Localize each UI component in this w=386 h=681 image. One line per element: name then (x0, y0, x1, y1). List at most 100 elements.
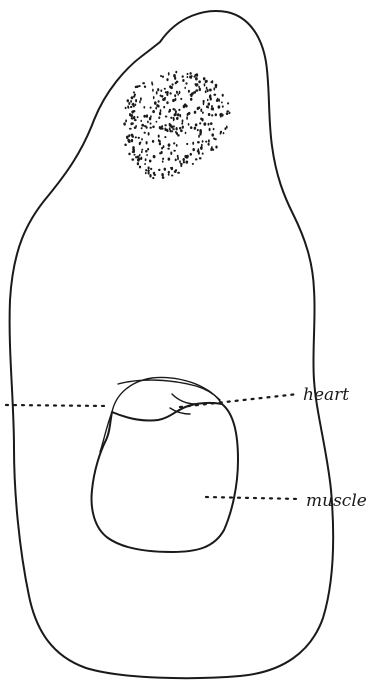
speckle-dot (196, 73, 198, 77)
speckle-dot (179, 127, 181, 130)
muscle-leader-line (206, 497, 300, 499)
speckle-dot (166, 94, 168, 97)
speckle-dot (175, 169, 177, 171)
speckle-dot (167, 148, 170, 150)
speckle-dot (209, 128, 211, 131)
speckle-dot (172, 128, 174, 130)
speckle-dot (139, 142, 141, 144)
speckle-dot (179, 91, 181, 94)
speckle-dot (128, 153, 130, 156)
speckle-dot (134, 119, 137, 121)
left-leader-line (6, 405, 108, 406)
speckle-dot (143, 115, 146, 118)
speckle-dot (156, 121, 158, 123)
body-outline (10, 11, 334, 678)
speckle-dot (211, 114, 213, 116)
speckle-dot (188, 90, 190, 93)
speckle-dot (131, 117, 133, 119)
speckle-dot (180, 98, 182, 100)
speckle-dot (201, 144, 203, 147)
speckle-dot (221, 101, 223, 103)
speckle-dot (176, 91, 178, 94)
speckle-dot (211, 133, 214, 136)
speckle-dot (176, 132, 178, 135)
speckle-dot (168, 111, 170, 113)
speckle-dot (146, 154, 148, 156)
speckle-dot (172, 108, 174, 110)
speckle-dot (178, 109, 180, 111)
speckle-dot (164, 88, 166, 90)
speckle-dot (166, 101, 168, 104)
speckle-dot (186, 143, 188, 145)
speckle-dot (125, 119, 127, 122)
speckle-dot (127, 99, 130, 102)
speckle-dot (211, 107, 213, 110)
speckle-dot (141, 149, 143, 151)
speckle-dot (185, 82, 187, 84)
speckle-dot (184, 155, 187, 158)
heart-inner-line (118, 380, 220, 400)
speckle-dot (132, 122, 134, 125)
speckle-dot (144, 132, 146, 134)
speckle-dot (140, 120, 142, 122)
speckle-dot (197, 141, 200, 144)
speckle-dot (229, 111, 231, 114)
speckle-dot (160, 126, 162, 129)
speckle-dot (199, 129, 202, 133)
speckle-dot (172, 99, 175, 102)
speckle-dot (152, 140, 154, 143)
speckle-dot (161, 151, 163, 154)
speckle-dot (173, 74, 176, 78)
speckle-dot (153, 174, 156, 176)
speckle-dot (139, 166, 141, 169)
speckle-dot (208, 123, 210, 126)
speckle-dot (147, 121, 149, 124)
speckle-dot (170, 151, 172, 154)
speckle-dot (199, 88, 201, 92)
speckle-dot (195, 77, 198, 80)
speckle-dot (174, 94, 176, 97)
speckle-dot (207, 99, 209, 101)
speckle-dot (162, 176, 165, 179)
speckle-dot (187, 76, 189, 78)
speckle-dot (147, 170, 150, 172)
speckle-dot (175, 82, 177, 84)
speckle-dot (139, 154, 141, 157)
speckle-dot (165, 115, 168, 117)
speckle-dot (175, 159, 177, 162)
speckle-dot (134, 93, 136, 95)
speckle-dot (189, 76, 191, 79)
speckle-dot (168, 157, 171, 160)
speckle-dot (226, 125, 228, 128)
speckle-dot (176, 144, 178, 147)
speckle-dot (192, 163, 194, 165)
speckle-dot (173, 142, 175, 144)
speckle-dot (129, 128, 132, 130)
speckle-dot (218, 105, 221, 108)
speckle-dot (223, 132, 225, 134)
speckle-dot (177, 172, 180, 174)
speckle-dot (197, 150, 200, 153)
speckle-dot (141, 151, 143, 154)
speckle-dot (180, 164, 182, 167)
speckle-dot (168, 143, 171, 146)
heart-leader-line (180, 394, 298, 407)
speckle-dot (136, 85, 139, 88)
speckle-dot (160, 89, 162, 92)
speckle-dot (164, 136, 166, 138)
speckle-dot (127, 105, 129, 108)
speckle-dot (140, 157, 142, 160)
speckle-dot (159, 142, 161, 145)
speckle-dot (140, 97, 142, 100)
speckle-dot (147, 148, 149, 151)
speckle-dot (189, 72, 191, 75)
speckle-dot (208, 139, 210, 143)
speckle-dot (161, 173, 164, 176)
speckle-dot (211, 105, 213, 107)
speckle-dot (166, 78, 168, 81)
speckle-dot (226, 112, 229, 115)
speckle-dot (197, 129, 199, 131)
speckle-dot (131, 158, 134, 160)
speckle-dot (164, 127, 166, 130)
speckle-dot (152, 125, 154, 128)
